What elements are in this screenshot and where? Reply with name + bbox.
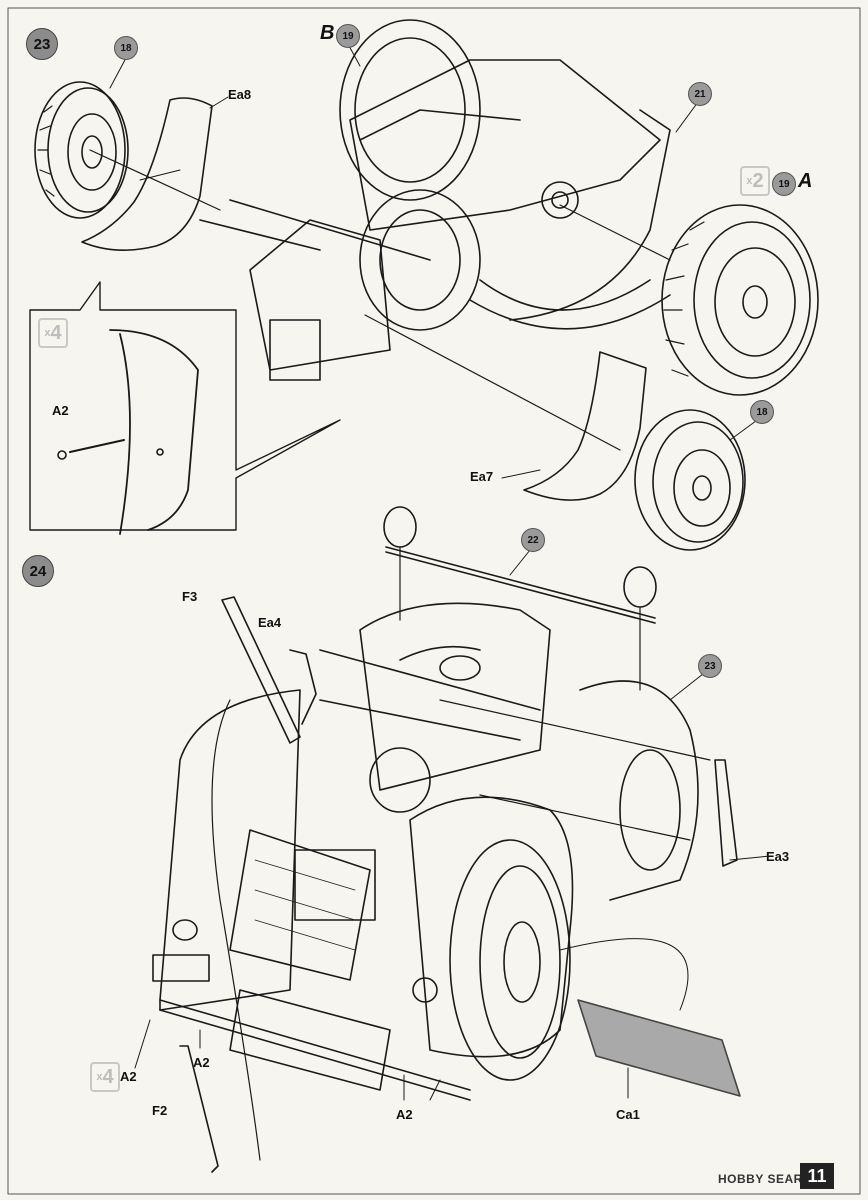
callout-23: 23 xyxy=(698,654,722,678)
multiplier-x4-bottom-value: 4 xyxy=(102,1065,114,1088)
part-label-a2-mid: A2 xyxy=(193,1055,210,1070)
tractor-chassis-drawing xyxy=(199,19,671,381)
part-label-a2-bottom: A2 xyxy=(396,1107,413,1122)
callout-19-top: 19 xyxy=(336,24,360,48)
label-a: A xyxy=(798,170,813,192)
detail-inset xyxy=(29,281,341,535)
multiplier-x2-prefix: x xyxy=(746,175,753,187)
tractor-body-drawing xyxy=(152,602,699,1101)
mirror-bar-drawing xyxy=(383,506,657,691)
plate-ca1-drawing xyxy=(577,999,741,1097)
step-number-23: 23 xyxy=(26,28,58,60)
front-wheel-right-drawing xyxy=(634,409,746,551)
callout-21: 21 xyxy=(688,82,712,106)
page-number: 11 xyxy=(800,1163,834,1189)
part-label-ea8: Ea8 xyxy=(228,87,252,102)
multiplier-x2-value: 2 xyxy=(752,169,764,192)
multiplier-x4-inset-value: 4 xyxy=(50,321,62,344)
label-b: B xyxy=(320,22,335,44)
rod-f2-drawing xyxy=(179,1045,219,1173)
callout-18-top: 18 xyxy=(114,36,138,60)
front-wheel-left-drawing xyxy=(34,81,129,219)
part-label-a2-left: A2 xyxy=(120,1069,137,1084)
part-label-ca1: Ca1 xyxy=(616,1107,640,1122)
step-number-24: 24 xyxy=(22,555,54,587)
part-label-f2: F2 xyxy=(152,1103,168,1118)
callout-18-right: 18 xyxy=(750,400,774,424)
multiplier-x4-bottom-prefix: x xyxy=(96,1071,103,1083)
part-label-ea3: Ea3 xyxy=(766,849,790,864)
part-label-ea7: Ea7 xyxy=(470,469,494,484)
bracket-ea4-drawing xyxy=(289,649,317,725)
rear-wheel-step24-drawing xyxy=(449,839,571,1081)
part-label-f3: F3 xyxy=(182,589,198,604)
mudguard-ea8-drawing xyxy=(81,97,213,251)
callout-19-right: 19 xyxy=(772,172,796,196)
part-label-a2-inset: A2 xyxy=(52,403,69,418)
handle-f3-drawing xyxy=(221,596,301,744)
watermark: HOBBY SEARCH xyxy=(718,1172,822,1186)
callout-22: 22 xyxy=(521,528,545,552)
multiplier-x4-inset-prefix: x xyxy=(44,327,51,339)
part-label-ea4: Ea4 xyxy=(258,615,282,630)
bracket-ea3-drawing xyxy=(714,759,738,867)
mudguard-ea7-drawing xyxy=(523,351,647,501)
rear-wheel-a-drawing xyxy=(661,204,819,396)
